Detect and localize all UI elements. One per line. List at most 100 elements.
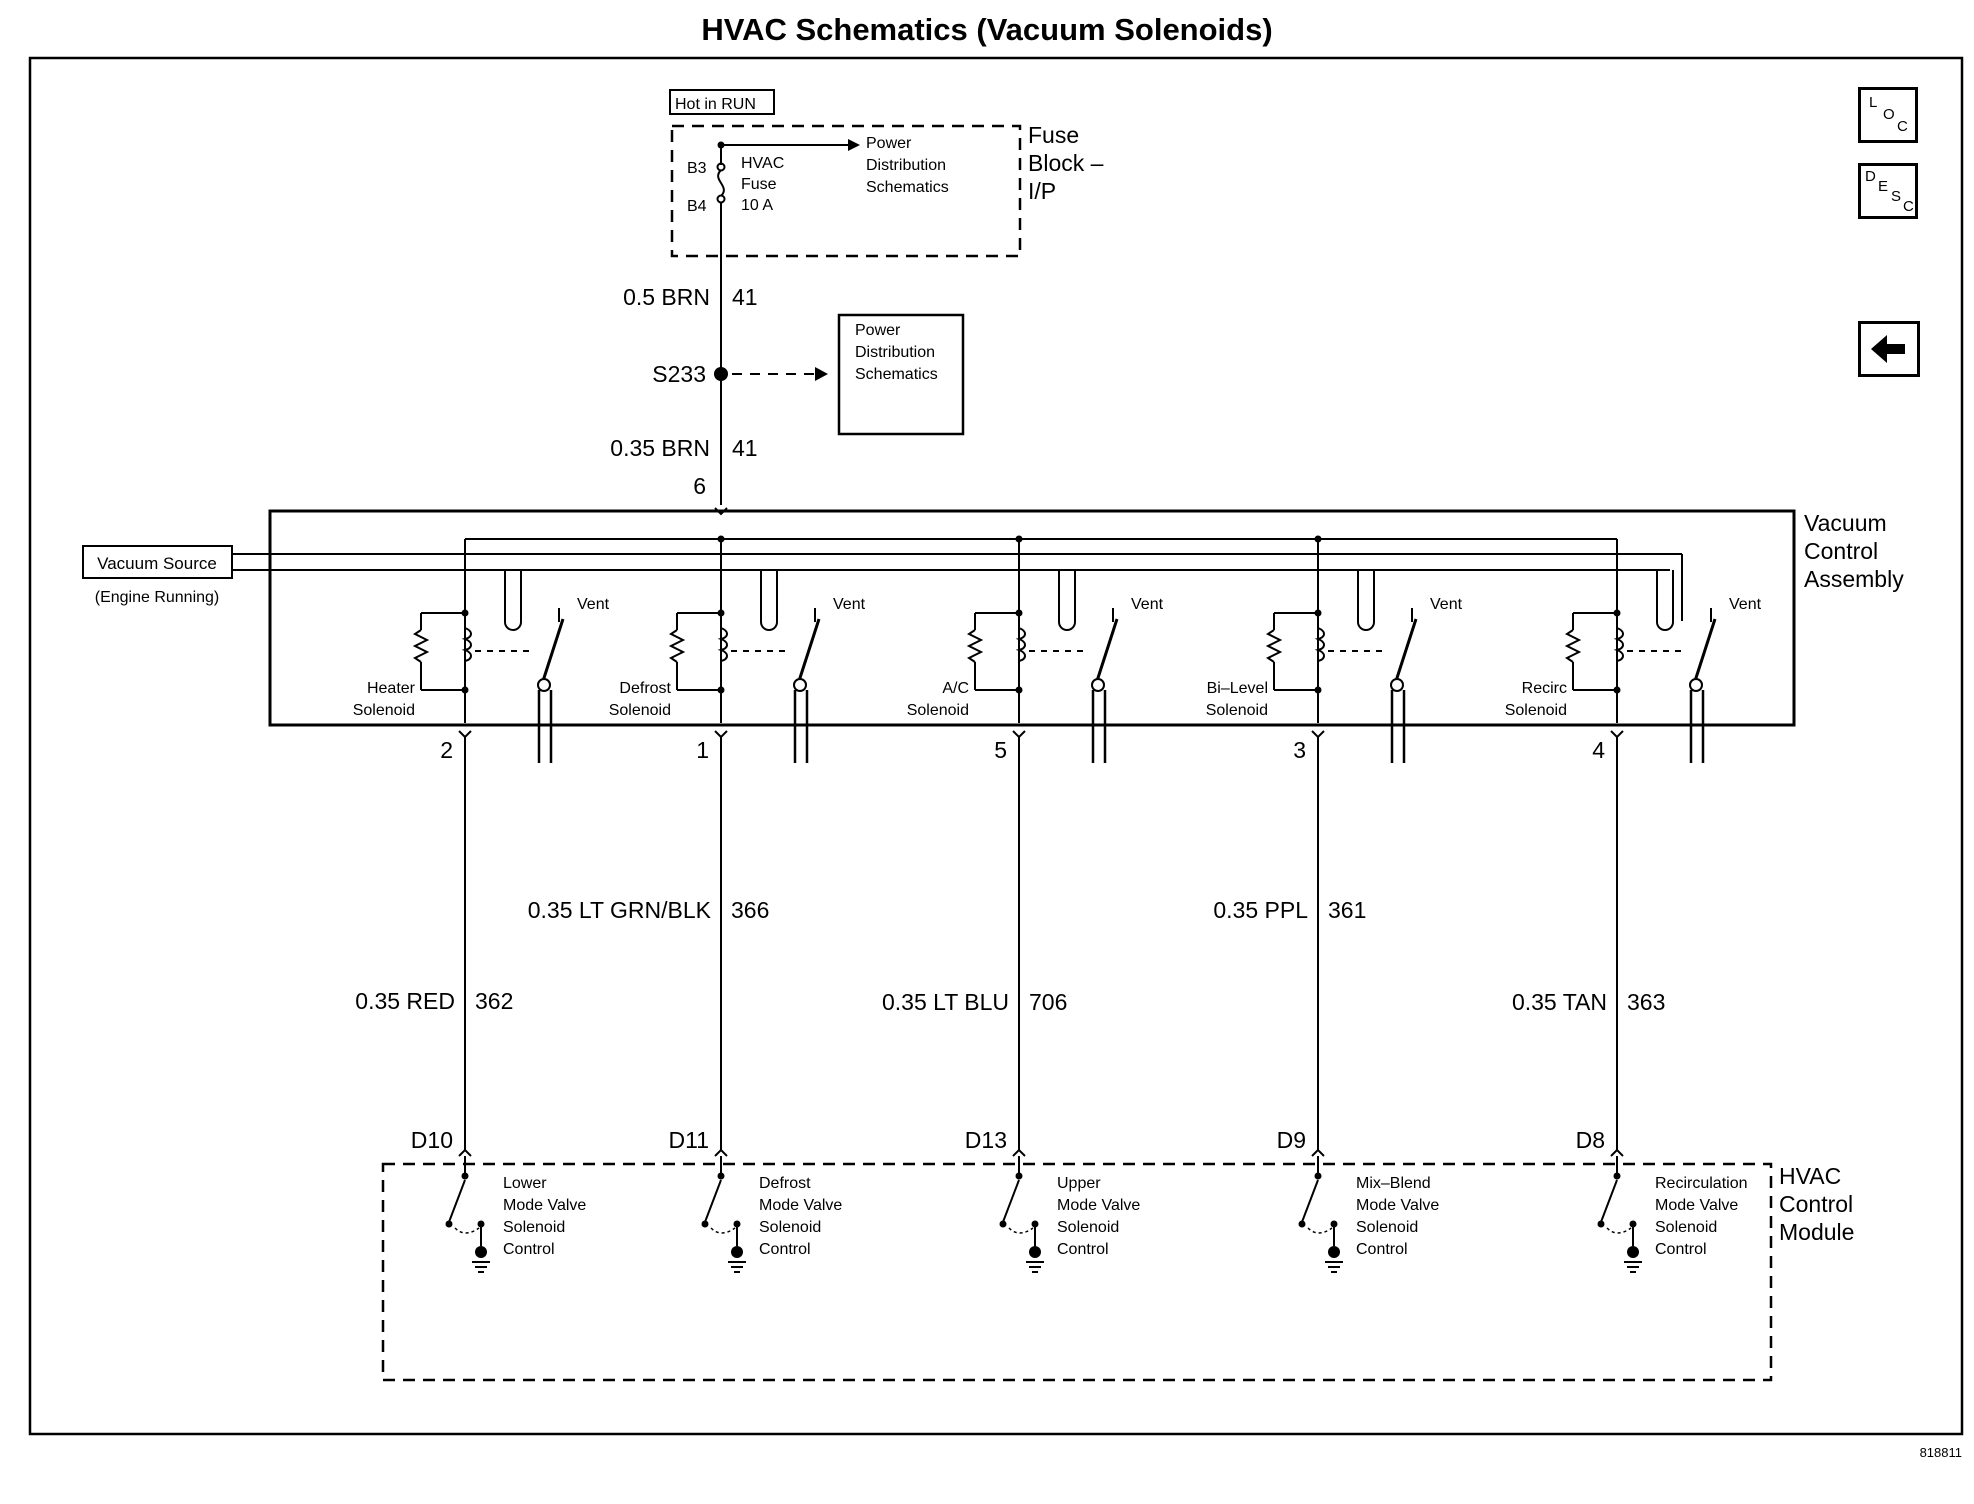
vca-title-1: Vacuum — [1804, 510, 1887, 536]
outer-frame — [28, 56, 1964, 1436]
vca-title-3: Assembly — [1804, 566, 1904, 592]
fuse-label-1: HVAC — [741, 155, 784, 172]
solenoid-label: Solenoid — [1206, 702, 1268, 719]
valve-pivot-icon — [1091, 678, 1105, 692]
switch-contact — [461, 1172, 469, 1180]
control-label: Solenoid — [1356, 1219, 1418, 1236]
resistor-icon — [668, 629, 686, 663]
valve-lever-icon — [1394, 618, 1418, 682]
control-label: Solenoid — [1655, 1219, 1717, 1236]
control-label: Mode Valve — [503, 1197, 586, 1214]
figure-id: 818811 — [1920, 1445, 1962, 1460]
wire-circuit-label: 361 — [1328, 897, 1366, 923]
solenoid-channel — [1564, 539, 1717, 1273]
coil-icon — [717, 627, 728, 662]
module-pin-label: D8 — [1576, 1127, 1605, 1153]
pd-box-3: Schematics — [855, 366, 938, 383]
left-arrow-icon — [1871, 335, 1905, 363]
wire-upper-color: 0.5 BRN — [623, 284, 710, 310]
switch-blade-icon — [1002, 1179, 1020, 1223]
wire-circuit-label: 363 — [1627, 989, 1665, 1015]
vacuum-port-icon — [504, 570, 522, 631]
desc-button[interactable]: D E S C — [1858, 163, 1918, 219]
hot-in-run-label: Hot in RUN — [675, 96, 756, 113]
switch-contact — [1015, 1172, 1023, 1180]
pd-ref-2: Distribution — [866, 157, 946, 174]
control-label: Control — [503, 1241, 555, 1258]
module-pin-label: D11 — [669, 1127, 710, 1153]
control-label: Control — [759, 1241, 811, 1258]
switch-contact — [445, 1220, 453, 1228]
switch-contact — [1031, 1220, 1039, 1228]
junction-dot — [717, 686, 725, 694]
solenoid-label: Solenoid — [1505, 702, 1567, 719]
fuse-pin-b4: B4 — [687, 198, 707, 215]
ground-icon — [475, 1246, 487, 1258]
resistor-icon — [1564, 629, 1582, 663]
vent-label: Vent — [1729, 596, 1762, 613]
solenoid-label: Solenoid — [907, 702, 969, 719]
vacuum-port-icon — [1058, 570, 1076, 631]
junction-dot — [717, 609, 725, 617]
switch-contact — [1597, 1220, 1605, 1228]
module-pin-label: D9 — [1277, 1127, 1306, 1153]
junction-dot — [1613, 609, 1621, 617]
vacuum-source-sub: (Engine Running) — [95, 589, 220, 606]
connector-pin: 3 — [1293, 737, 1306, 763]
junction-dot — [461, 686, 469, 694]
hcm-title-2: Control — [1779, 1191, 1853, 1217]
control-label: Control — [1655, 1241, 1707, 1258]
switch-contact — [1613, 1172, 1621, 1180]
pd-ref-1: Power — [866, 135, 912, 152]
coil-icon — [461, 627, 472, 662]
switch-link — [1008, 1227, 1034, 1234]
control-label: Mode Valve — [1057, 1197, 1140, 1214]
wire-lower-color: 0.35 BRN — [610, 435, 710, 461]
fuse-icon — [717, 169, 725, 197]
switch-link — [454, 1227, 480, 1234]
module-pin-label: D13 — [965, 1127, 1007, 1153]
vca-title-2: Control — [1804, 538, 1878, 564]
back-button[interactable] — [1858, 321, 1920, 377]
switch-contact — [1314, 1172, 1322, 1180]
hot-in-run-box — [669, 89, 775, 115]
connector-icon — [1012, 1148, 1026, 1157]
junction-dot — [1015, 686, 1023, 694]
desc-letter-2: E — [1878, 178, 1889, 195]
switch-blade-icon — [1301, 1179, 1319, 1223]
switch-contact — [717, 1172, 725, 1180]
connector-icon — [1610, 1148, 1624, 1157]
fuse-block-title-3: I/P — [1028, 178, 1056, 204]
main-feed: 0.5 BRN 41 S233 Power Distribution Schem… — [610, 202, 965, 516]
wire-lower-circuit: 41 — [732, 435, 758, 461]
wire-color-label: 0.35 RED — [355, 988, 455, 1014]
connector-icon — [714, 730, 728, 739]
solenoid-channel — [966, 539, 1119, 1273]
solenoid-label: Solenoid — [353, 702, 415, 719]
vent-label: Vent — [1430, 596, 1463, 613]
ground-icon — [1328, 1246, 1340, 1258]
wire-circuit-label: 706 — [1029, 989, 1067, 1015]
vent-label: Vent — [577, 596, 610, 613]
junction-dot — [1613, 686, 1621, 694]
page-title: HVAC Schematics (Vacuum Solenoids) — [701, 12, 1273, 47]
valve-lever-icon — [1693, 618, 1717, 682]
switch-contact — [701, 1220, 709, 1228]
valve-pivot-icon — [793, 678, 807, 692]
fuse-label-2: Fuse — [741, 176, 777, 193]
valve-pivot-icon — [1689, 678, 1703, 692]
fuse-label-3: 10 A — [741, 197, 773, 214]
switch-contact — [477, 1220, 485, 1228]
valve-pivot-icon — [1390, 678, 1404, 692]
loc-button[interactable]: L O C — [1858, 87, 1918, 143]
control-label: Solenoid — [503, 1219, 565, 1236]
wire-upper-circuit: 41 — [732, 284, 758, 310]
fuse-block-title-1: Fuse — [1028, 122, 1079, 148]
control-label: Upper — [1057, 1175, 1101, 1192]
hcm-title-3: Module — [1779, 1219, 1854, 1245]
splice-s233 — [714, 367, 728, 381]
ground-icon — [1029, 1246, 1041, 1258]
solenoid-label: Heater — [367, 680, 416, 697]
